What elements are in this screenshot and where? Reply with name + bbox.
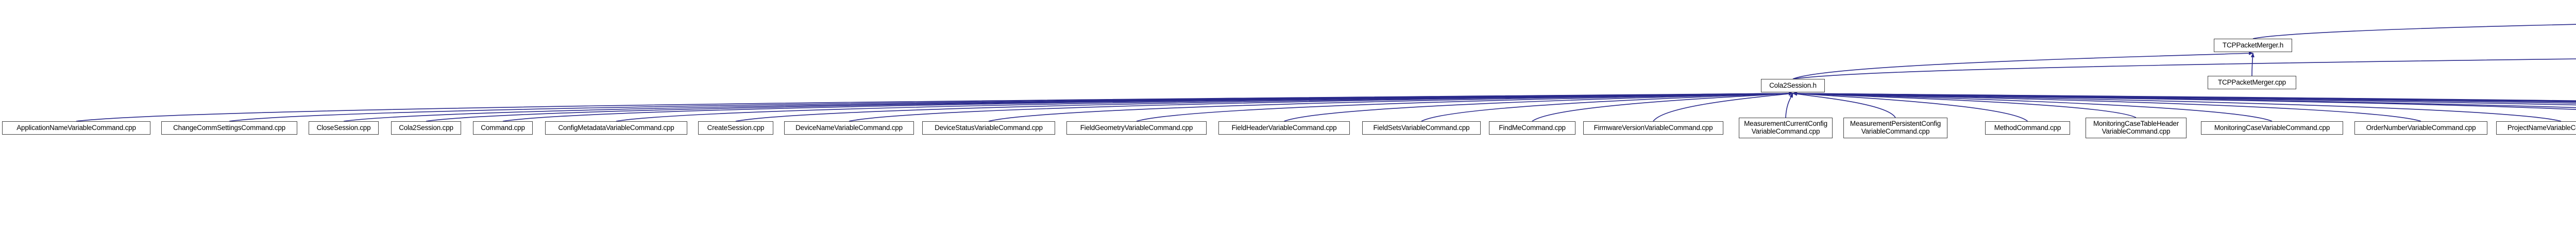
graph-node-label: TCPPacketMerger.cpp bbox=[2217, 78, 2286, 86]
graph-node-n9[interactable]: CloseSession.cpp bbox=[309, 121, 379, 135]
graph-edge bbox=[1792, 91, 2576, 108]
graph-node-label: ConfigMetadataVariableCommand.cpp bbox=[558, 123, 674, 132]
graph-node-label: FieldGeometryVariableCommand.cpp bbox=[1080, 123, 1193, 132]
graph-edge bbox=[849, 91, 1793, 122]
graph-node-n7[interactable]: ApplicationNameVariableCommand.cpp bbox=[2, 121, 150, 135]
graph-edge bbox=[1136, 91, 1793, 122]
graph-edge bbox=[1792, 91, 2576, 104]
graph-node-n10[interactable]: Cola2Session.cpp bbox=[391, 121, 461, 135]
graph-edge bbox=[502, 91, 1793, 122]
graph-node-n19[interactable]: FindMeCommand.cpp bbox=[1489, 121, 1575, 135]
graph-edge bbox=[1792, 91, 2576, 110]
graph-node-label: OrderNumberVariableCommand.cpp bbox=[2366, 123, 2476, 132]
graph-edge bbox=[1792, 91, 2562, 122]
graph-edge bbox=[1284, 91, 1793, 122]
graph-edge bbox=[735, 91, 1793, 122]
graph-node-n12[interactable]: ConfigMetadataVariableCommand.cpp bbox=[545, 121, 687, 135]
graph-node-label: ApplicationNameVariableCommand.cpp bbox=[16, 123, 136, 132]
graph-node-n13[interactable]: CreateSession.cpp bbox=[698, 121, 773, 135]
graph-node-n24[interactable]: MonitoringCaseTableHeader VariableComman… bbox=[2086, 118, 2187, 138]
graph-node-n21[interactable]: MeasurementCurrentConfig VariableCommand… bbox=[1739, 118, 1833, 138]
graph-node-label: MethodCommand.cpp bbox=[1994, 123, 2061, 132]
graph-node-label: Cola2Session.cpp bbox=[399, 123, 453, 132]
graph-node-label: FirmwareVersionVariableCommand.cpp bbox=[1594, 123, 1713, 132]
graph-edge bbox=[1421, 91, 1793, 122]
graph-node-n6[interactable]: Cola2Session.h bbox=[1761, 79, 1825, 92]
graph-edge bbox=[616, 91, 1793, 122]
graph-node-label: FieldHeaderVariableCommand.cpp bbox=[1231, 123, 1337, 132]
graph-node-n4[interactable]: TCPPacketMerger.h bbox=[2214, 39, 2292, 52]
graph-edge bbox=[1792, 91, 2576, 106]
graph-edge bbox=[343, 91, 1793, 122]
graph-edge bbox=[1792, 92, 1896, 118]
graph-node-label: CloseSession.cpp bbox=[316, 123, 371, 132]
graph-edge bbox=[1792, 92, 2028, 122]
graph-node-n11[interactable]: Command.cpp bbox=[473, 121, 533, 135]
graph-edge bbox=[1792, 91, 2576, 103]
graph-node-label: CreateSession.cpp bbox=[707, 123, 765, 132]
graph-edge bbox=[2250, 53, 2255, 76]
graph-edge bbox=[76, 91, 1793, 122]
graph-edge bbox=[1792, 51, 2253, 79]
graph-node-label: ChangeCommSettingsCommand.cpp bbox=[173, 123, 285, 132]
graph-edge bbox=[229, 91, 1793, 122]
graph-node-n15[interactable]: DeviceStatusVariableCommand.cpp bbox=[922, 121, 1055, 135]
graph-node-label: MeasurementCurrentConfig VariableCommand… bbox=[1744, 120, 1827, 135]
graph-node-n26[interactable]: OrderNumberVariableCommand.cpp bbox=[2354, 121, 2487, 135]
graph-edge bbox=[426, 91, 1793, 122]
graph-edge bbox=[988, 91, 1793, 122]
graph-node-n22[interactable]: MeasurementPersistentConfig VariableComm… bbox=[1843, 118, 1947, 138]
graph-node-label: TCPPacketMerger.h bbox=[2222, 41, 2284, 49]
graph-node-n23[interactable]: MethodCommand.cpp bbox=[1985, 121, 2070, 135]
graph-node-n20[interactable]: FirmwareVersionVariableCommand.cpp bbox=[1583, 121, 1723, 135]
graph-node-n16[interactable]: FieldGeometryVariableCommand.cpp bbox=[1066, 121, 1207, 135]
graph-node-n18[interactable]: FieldSetsVariableCommand.cpp bbox=[1362, 121, 1481, 135]
graph-node-n27[interactable]: ProjectNameVariableCommand.cpp bbox=[2496, 121, 2576, 135]
graph-edge bbox=[1785, 93, 1793, 118]
graph-edge bbox=[1653, 92, 1793, 122]
graph-node-label: FindMeCommand.cpp bbox=[1499, 123, 1566, 132]
graph-edge bbox=[1792, 91, 2273, 122]
graph-edge bbox=[1532, 91, 1793, 122]
graph-node-n8[interactable]: ChangeCommSettingsCommand.cpp bbox=[161, 121, 297, 135]
graph-edge bbox=[1792, 58, 2576, 79]
graph-node-label: MeasurementPersistentConfig VariableComm… bbox=[1850, 120, 1941, 135]
graph-node-label: MonitoringCaseTableHeader VariableComman… bbox=[2093, 120, 2179, 135]
graph-node-label: DeviceStatusVariableCommand.cpp bbox=[935, 123, 1043, 132]
graph-node-n17[interactable]: FieldHeaderVariableCommand.cpp bbox=[1218, 121, 1350, 135]
graph-node-n14[interactable]: DeviceNameVariableCommand.cpp bbox=[784, 121, 914, 135]
graph-node-label: FieldSetsVariableCommand.cpp bbox=[1373, 123, 1470, 132]
graph-edge bbox=[1792, 91, 2137, 118]
graph-node-label: Cola2Session.h bbox=[1769, 81, 1817, 89]
graph-edge bbox=[1792, 91, 2421, 122]
graph-node-label: ProjectNameVariableCommand.cpp bbox=[2507, 123, 2576, 132]
graph-edge bbox=[2252, 24, 2576, 39]
graph-node-n25[interactable]: MonitoringCaseVariableCommand.cpp bbox=[2201, 121, 2343, 135]
graph-edge bbox=[1792, 91, 2576, 102]
graph-node-label: DeviceNameVariableCommand.cpp bbox=[795, 123, 903, 132]
graph-node-label: MonitoringCaseVariableCommand.cpp bbox=[2214, 123, 2330, 132]
graph-node-label: Command.cpp bbox=[481, 123, 525, 132]
graph-node-n5[interactable]: TCPPacketMerger.cpp bbox=[2208, 76, 2296, 89]
graph-edge bbox=[1792, 91, 2576, 102]
